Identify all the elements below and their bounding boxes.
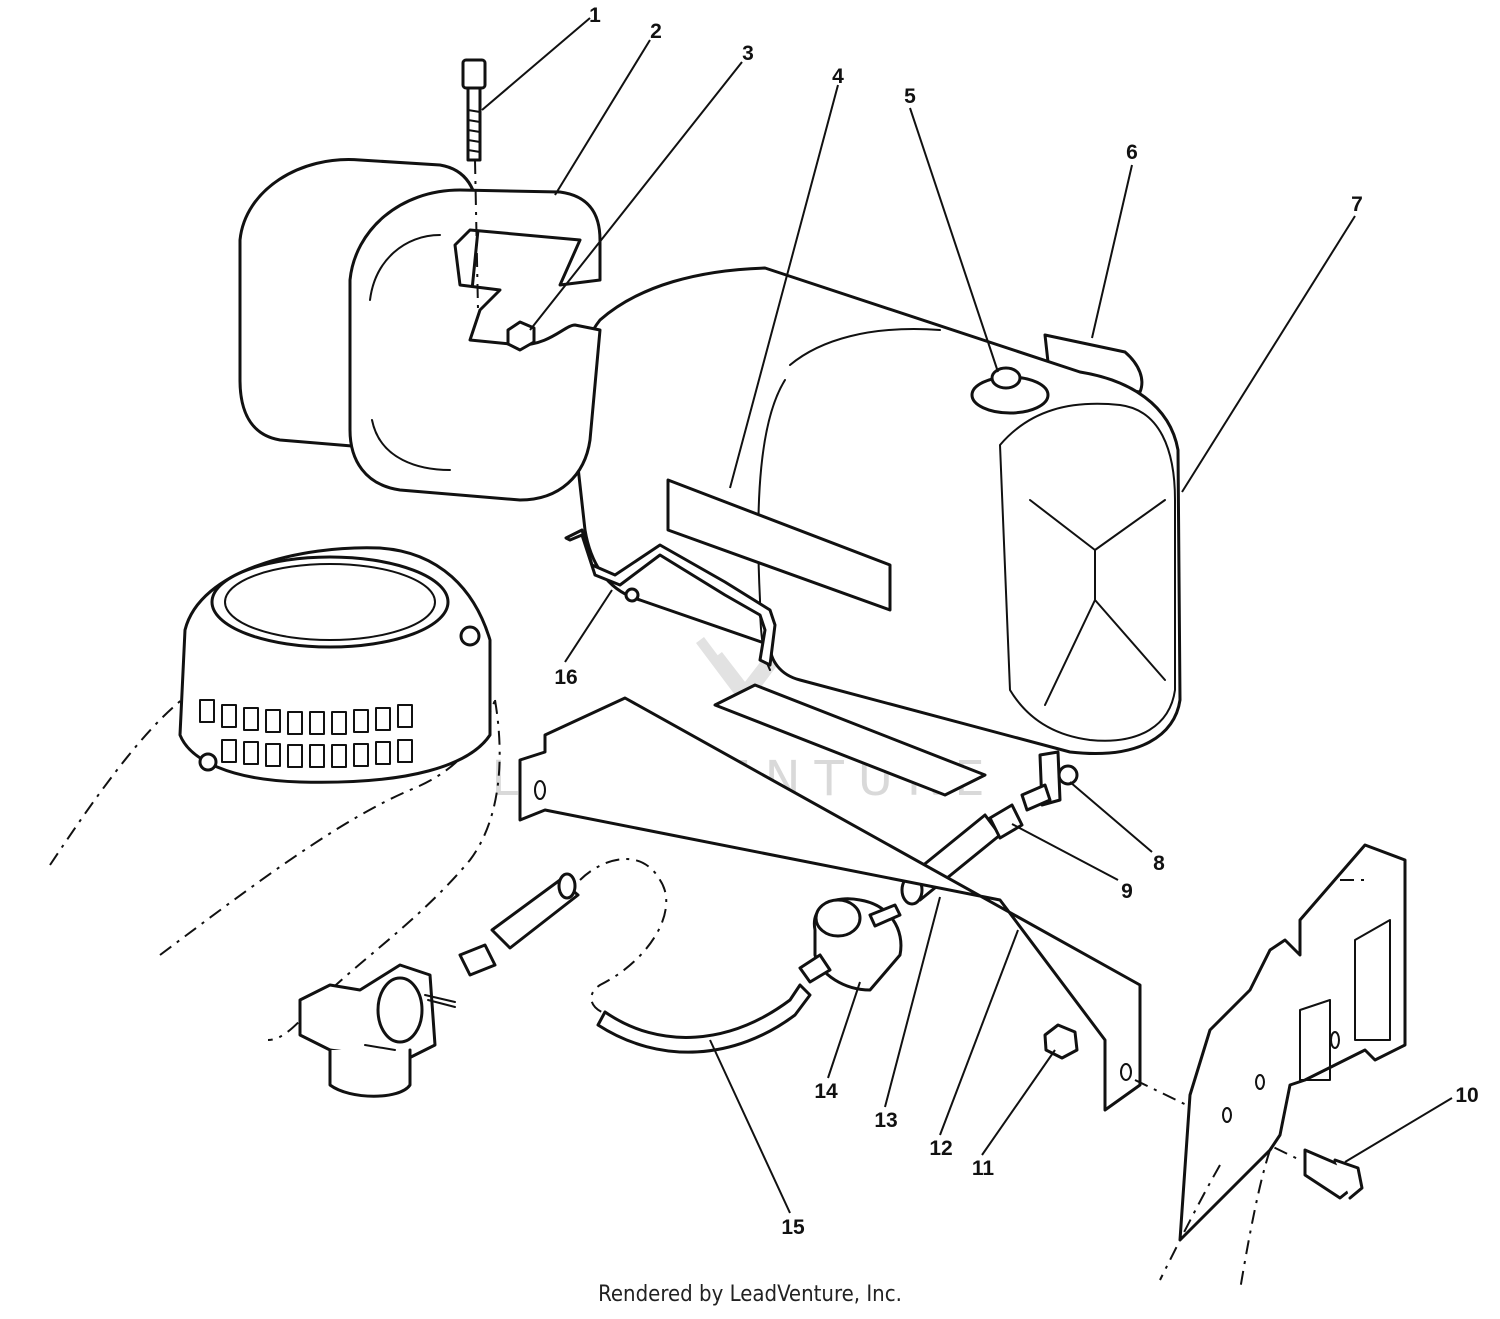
callout-16: 16	[554, 666, 577, 689]
tank-shroud	[238, 158, 602, 502]
bracket-bolt	[1134, 1079, 1364, 1200]
fuel-tank	[573, 266, 1182, 755]
callout-5: 5	[904, 85, 916, 108]
callout-13: 13	[874, 1109, 897, 1132]
callout-4: 4	[832, 65, 844, 88]
callout-10: 10	[1455, 1084, 1478, 1107]
callout-6: 6	[1126, 141, 1138, 164]
callout-1: 1	[589, 4, 601, 27]
callout-7: 7	[1351, 193, 1363, 216]
blower-housing	[178, 546, 492, 784]
shroud-bolt	[461, 58, 487, 311]
carburetor-intake	[298, 963, 456, 1098]
leader-lines	[481, 17, 1453, 1214]
tank-pad-bottom	[713, 683, 987, 797]
callout-8: 8	[1153, 852, 1165, 875]
tank-bracket	[518, 696, 1142, 1112]
frame	[1159, 843, 1407, 1291]
callout-12: 12	[929, 1137, 952, 1160]
callout-14: 14	[814, 1080, 838, 1103]
carb-hose	[458, 858, 668, 1016]
tank-support-bracket	[564, 528, 777, 667]
callout-15: 15	[781, 1216, 805, 1239]
callout-11: 11	[972, 1157, 995, 1180]
callout-2: 2	[650, 20, 662, 43]
callouts: 1 2 3 4 5 6 7 8 9 10 11 12 13 14 15 16	[554, 4, 1478, 1239]
fuel-filter	[798, 897, 903, 992]
fuel-valve	[1020, 750, 1079, 812]
tank-pad-top	[666, 478, 892, 612]
callout-9: 9	[1121, 880, 1133, 903]
fuel-line-hose	[596, 983, 812, 1054]
hose-clamp	[988, 803, 1024, 840]
bracket-nut	[1043, 1023, 1079, 1060]
shroud-nut	[506, 320, 536, 352]
footer-credit: Rendered by LeadVenture, Inc.	[598, 1282, 902, 1307]
callout-3: 3	[742, 42, 754, 65]
